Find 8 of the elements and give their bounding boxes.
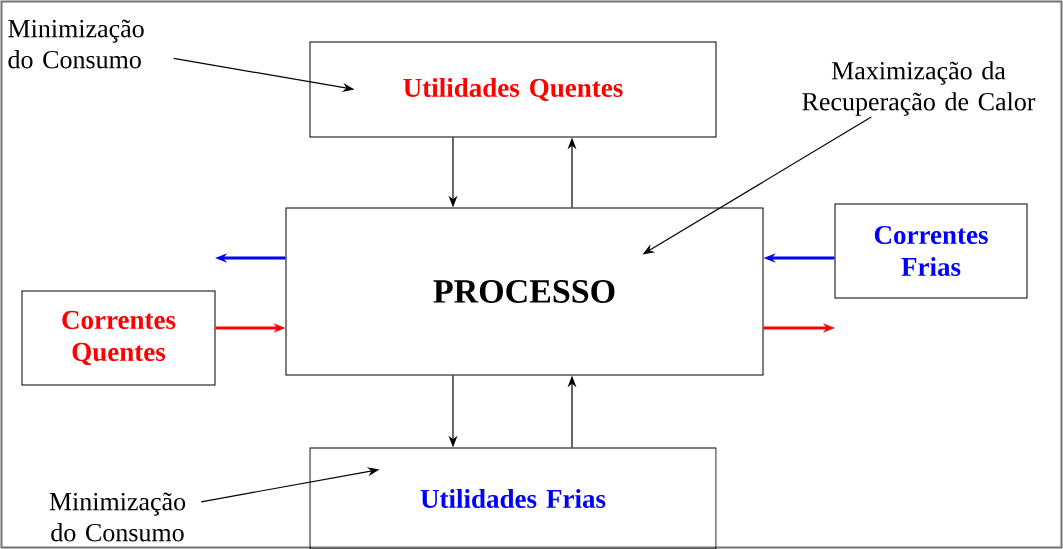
process-box: Correntes Frias [834, 203, 1028, 299]
annotation-text: Minimização do Consumo [8, 19, 144, 69]
process-box: Utilidades Frias [309, 447, 717, 549]
process-box: Correntes Quentes [21, 290, 216, 386]
annotation-text: Maximização da Recuperação de Calor [802, 61, 1036, 116]
process-box: Utilidades Quentes [309, 41, 717, 138]
process-box: PROCESSO [285, 207, 764, 376]
annotation-text: Minimização do Consumo [49, 492, 186, 542]
